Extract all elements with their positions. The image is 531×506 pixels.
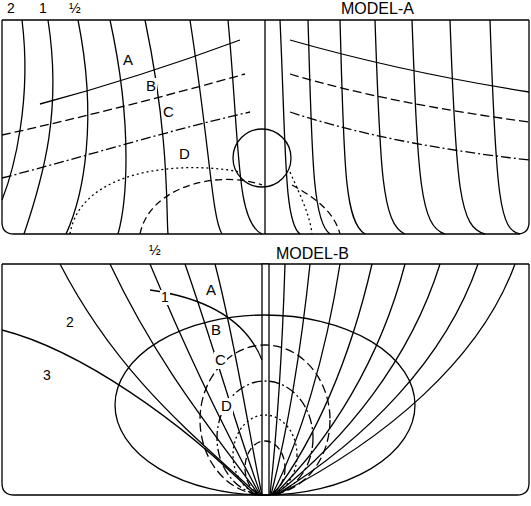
section-line (273, 264, 372, 495)
line-label: A (122, 52, 134, 69)
section-line (275, 264, 440, 495)
waterline-d (245, 441, 285, 495)
propeller-circle (233, 129, 291, 187)
line-label: B (145, 78, 157, 95)
section-line (150, 264, 260, 495)
model-a-drawing (2, 20, 529, 234)
waterline-d (292, 185, 340, 234)
line-label: 2 (65, 315, 75, 330)
model-title: MODEL-A (340, 0, 415, 18)
section-line (271, 264, 310, 495)
section-line (2, 330, 255, 495)
section-line (274, 264, 405, 495)
waterline-d (290, 172, 312, 234)
section-line (450, 20, 485, 234)
section-line (110, 264, 259, 495)
waterline-a (115, 315, 415, 495)
line-label: 3 (42, 368, 52, 383)
section-line (60, 264, 258, 495)
section-line (308, 20, 330, 234)
section-line (270, 264, 285, 495)
section-line (277, 264, 515, 495)
model-title: MODEL-B (275, 245, 350, 263)
waterline-b (200, 345, 330, 495)
waterline-b (2, 74, 245, 135)
model-b-drawing (2, 264, 529, 495)
line-label: C (162, 104, 175, 121)
waterline-b (290, 74, 529, 122)
section-line (66, 20, 88, 234)
section-line (228, 20, 262, 234)
hull-outline (2, 264, 529, 495)
section-line (145, 20, 168, 234)
section-line (24, 20, 53, 234)
section-line (150, 290, 262, 360)
section-line (280, 20, 300, 234)
section-line (276, 264, 478, 495)
waterline-c (290, 112, 529, 160)
waterline-a (40, 40, 240, 104)
line-label: A (205, 282, 217, 299)
hull-outline (2, 20, 529, 234)
waterline-a (290, 40, 529, 92)
line-label: 1 (38, 1, 48, 16)
line-label: ½ (148, 243, 162, 258)
line-label: 1 (160, 290, 170, 305)
line-label: D (220, 398, 233, 415)
waterline-d (140, 179, 262, 234)
line-label: ½ (68, 1, 82, 16)
line-label: D (178, 146, 191, 163)
section-line (185, 264, 261, 495)
centre-line (264, 20, 265, 234)
waterline-c (217, 381, 313, 495)
stern-post (262, 264, 269, 495)
line-label: C (214, 352, 227, 369)
section-line (215, 264, 262, 495)
line-label: B (210, 322, 222, 339)
line-label: 2 (6, 1, 16, 16)
section-line (412, 20, 445, 234)
section-line (375, 20, 405, 234)
waterline-d (233, 415, 297, 495)
waterline-d (70, 168, 240, 234)
section-line (490, 20, 520, 234)
